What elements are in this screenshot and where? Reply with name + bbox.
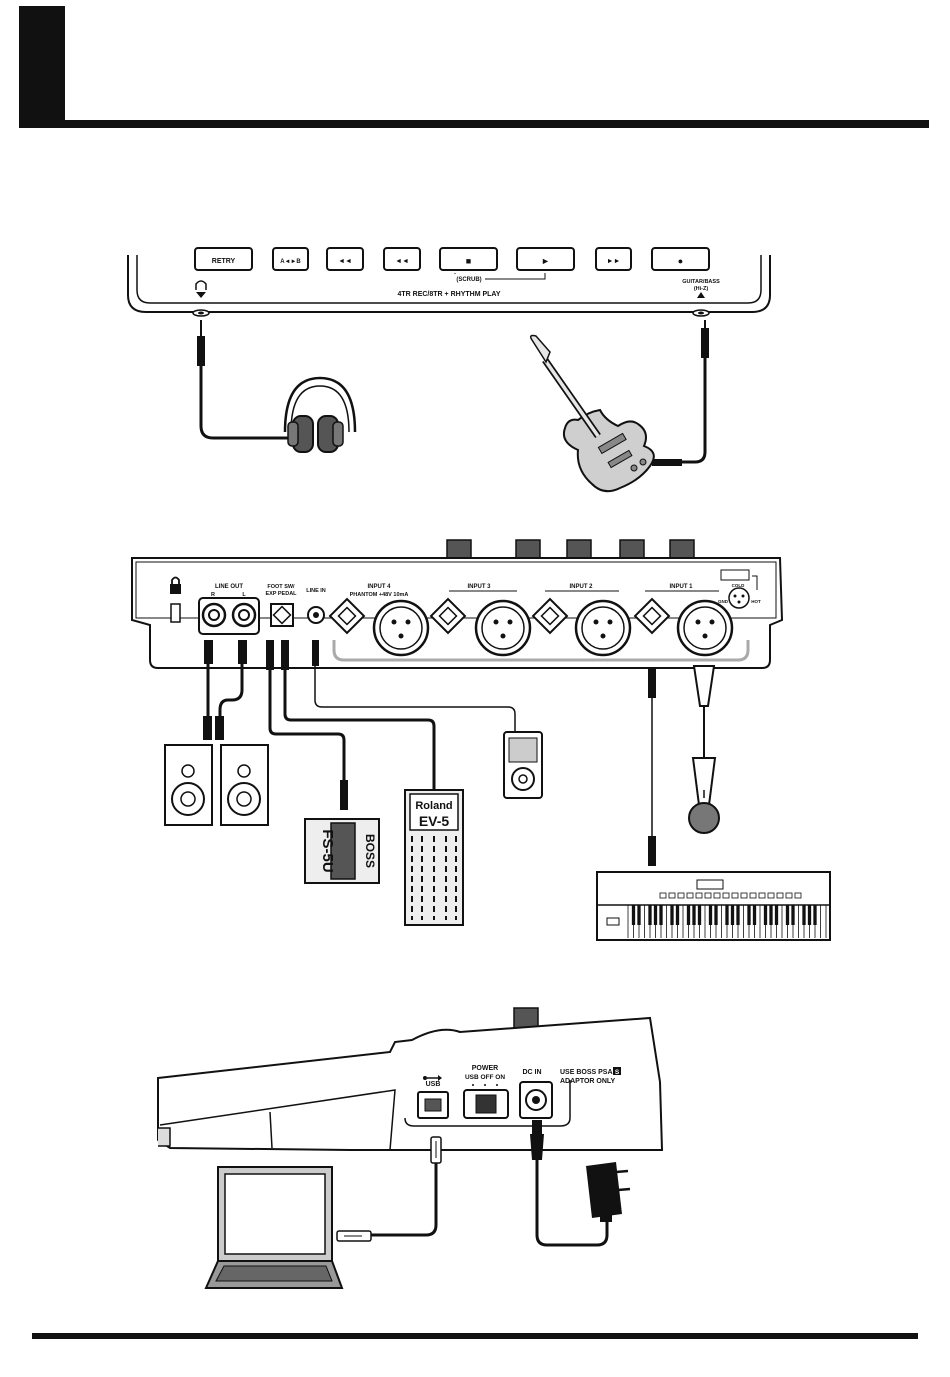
top-knobs	[447, 540, 694, 558]
phantom-label: PHANTOM +48V 10mA	[350, 592, 409, 598]
power-positions-label: USB OFF ON	[465, 1074, 505, 1081]
record-label: ●	[678, 256, 683, 266]
monitor-speakers	[165, 745, 268, 825]
footswitch-brand-label: BOSS	[363, 834, 377, 868]
input2-label: INPUT 2	[569, 584, 593, 590]
footswitch-fs5u: FS-5U BOSS	[305, 819, 379, 883]
dc-in-label: DC IN	[522, 1069, 541, 1076]
header-rule	[19, 120, 929, 128]
xlr-hot-label: HOT	[751, 599, 761, 604]
audio-player	[504, 732, 542, 798]
guitar-connection	[652, 320, 709, 466]
front-panel: RETRY A◄►B ◄◄ ◄◄ ■ ► ►► ● (SCRUB) 4TR RE…	[128, 248, 770, 316]
pedal-brand-label: Roland	[415, 800, 452, 812]
adaptor-note-line2: ADAPTOR ONLY	[560, 1078, 616, 1085]
footswitch-model-label: FS-5U	[319, 829, 336, 872]
guitar-jack-arrow	[697, 292, 705, 298]
guitar-jack-sublabel: (Hi-Z)	[694, 286, 709, 292]
expression-pedal-ev5: Roland EV-5	[405, 790, 463, 925]
usb-label: USB	[426, 1081, 441, 1088]
input4-label: INPUT 4	[367, 584, 391, 590]
xlr-cold-label: COLD	[732, 583, 745, 588]
headphones-connection	[197, 320, 298, 438]
line-out-label: LINE OUT	[215, 584, 243, 590]
input3-label: INPUT 3	[467, 584, 491, 590]
guitar-input-jack	[693, 310, 709, 316]
stop-label: ■	[466, 256, 471, 266]
play-label: ►	[541, 256, 550, 266]
foot-sw-label: FOOT SW/	[267, 584, 295, 590]
pedal-model-label: EV-5	[419, 813, 450, 829]
laptop	[206, 1167, 342, 1288]
headphones-icon	[196, 281, 206, 298]
ac-adaptor	[586, 1162, 630, 1222]
zero-label: ◄◄	[338, 258, 352, 265]
guitar-jack-label: GUITAR/BASS	[682, 279, 720, 285]
headphones	[285, 378, 355, 452]
ab-repeat-label: A◄►B	[280, 259, 301, 265]
chapter-tab	[19, 6, 65, 126]
phones-jack	[193, 310, 209, 316]
side-panel: USB POWER USB OFF ON DC IN USE BOSS PSA …	[158, 1008, 662, 1150]
power-label: POWER	[472, 1065, 498, 1072]
security-slot	[171, 604, 180, 622]
line-in-label: LINE IN	[306, 588, 326, 594]
scrub-label: (SCRUB)	[456, 277, 481, 283]
exp-pedal-label: EXP PEDAL	[265, 591, 297, 597]
footer-rule	[32, 1333, 918, 1339]
rear-panel: LINE OUT R L FOOT SW/ EXP PEDAL LINE IN …	[132, 540, 782, 668]
keyboard-synth	[597, 872, 830, 940]
input1-label: INPUT 1	[669, 584, 693, 590]
adaptor-note-badge: S	[615, 1069, 620, 1076]
transport-buttons: RETRY A◄►B ◄◄ ◄◄ ■ ► ►► ●	[195, 248, 709, 270]
model-label: 4TR REC/8TR + RHYTHM PLAY	[397, 291, 500, 298]
xlr-gnd-label: GND	[718, 599, 729, 604]
electric-guitar	[531, 336, 654, 492]
adaptor-note-line1: USE BOSS PSA	[560, 1069, 613, 1076]
microphone	[689, 706, 719, 833]
retry-label: RETRY	[212, 258, 236, 265]
fast-forward-label: ►►	[607, 258, 621, 265]
rewind-label: ◄◄	[395, 258, 409, 265]
